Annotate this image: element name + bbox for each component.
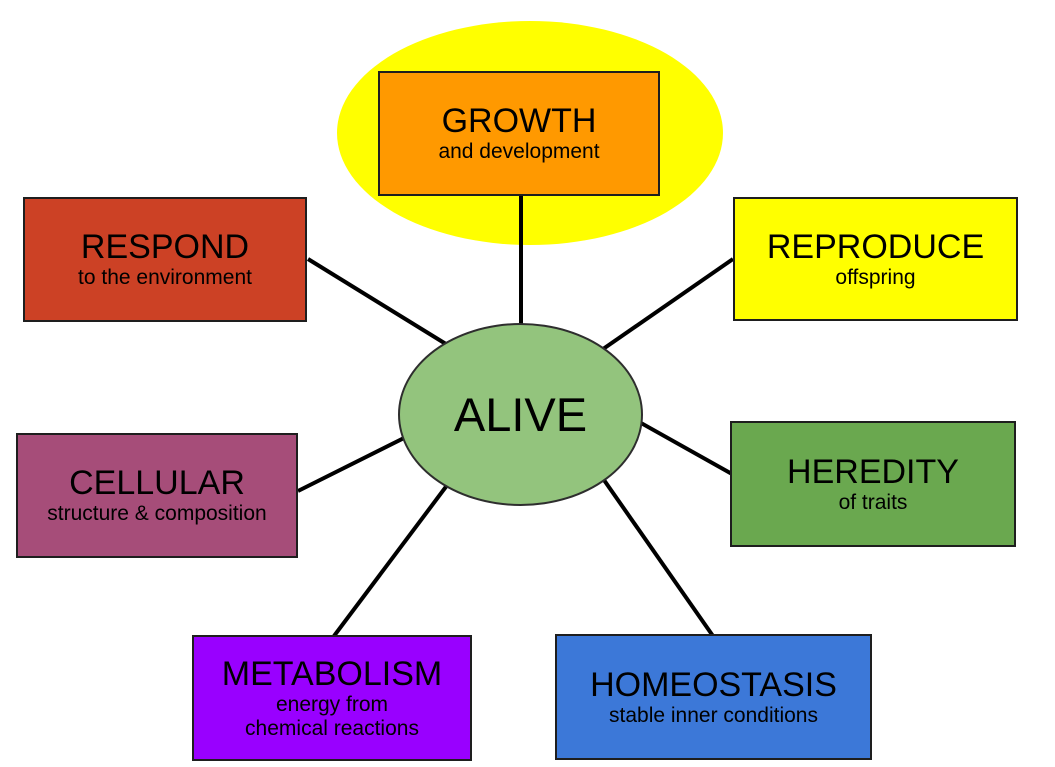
node-heredity: HEREDITY of traits bbox=[730, 421, 1016, 547]
node-cellular-label: CELLULAR bbox=[69, 464, 245, 503]
node-metabolism-sublabel: energy from chemical reactions bbox=[245, 692, 419, 741]
node-heredity-sublabel: of traits bbox=[838, 490, 908, 514]
node-cellular: CELLULAR structure & composition bbox=[16, 433, 298, 558]
connector-line-metabolism bbox=[332, 466, 462, 638]
node-growth-label: GROWTH bbox=[441, 102, 597, 141]
node-growth-sublabel: and development bbox=[438, 140, 600, 164]
node-respond-sublabel: to the environment bbox=[78, 266, 252, 290]
node-growth: GROWTH and development bbox=[378, 71, 660, 196]
node-cellular-sublabel: structure & composition bbox=[47, 502, 267, 526]
node-reproduce-label: REPRODUCE bbox=[766, 227, 985, 266]
connector-line-reproduce bbox=[578, 257, 735, 367]
node-respond: RESPOND to the environment bbox=[23, 197, 307, 322]
node-homeostasis-label: HOMEOSTASIS bbox=[590, 665, 837, 704]
node-homeostasis: HOMEOSTASIS stable inner conditions bbox=[555, 634, 872, 760]
node-respond-label: RESPOND bbox=[80, 228, 250, 267]
alive-center-label: ALIVE bbox=[453, 388, 588, 441]
node-reproduce-sublabel: offspring bbox=[835, 265, 916, 289]
node-metabolism-label: METABOLISM bbox=[221, 654, 443, 693]
connector-line-homeostasis bbox=[588, 458, 715, 638]
node-homeostasis-sublabel: stable inner conditions bbox=[609, 703, 818, 727]
alive-center-ellipse: ALIVE bbox=[398, 323, 643, 506]
node-metabolism: METABOLISM energy from chemical reaction… bbox=[192, 635, 472, 761]
node-heredity-label: HEREDITY bbox=[787, 452, 959, 491]
node-reproduce: REPRODUCE offspring bbox=[733, 197, 1018, 321]
